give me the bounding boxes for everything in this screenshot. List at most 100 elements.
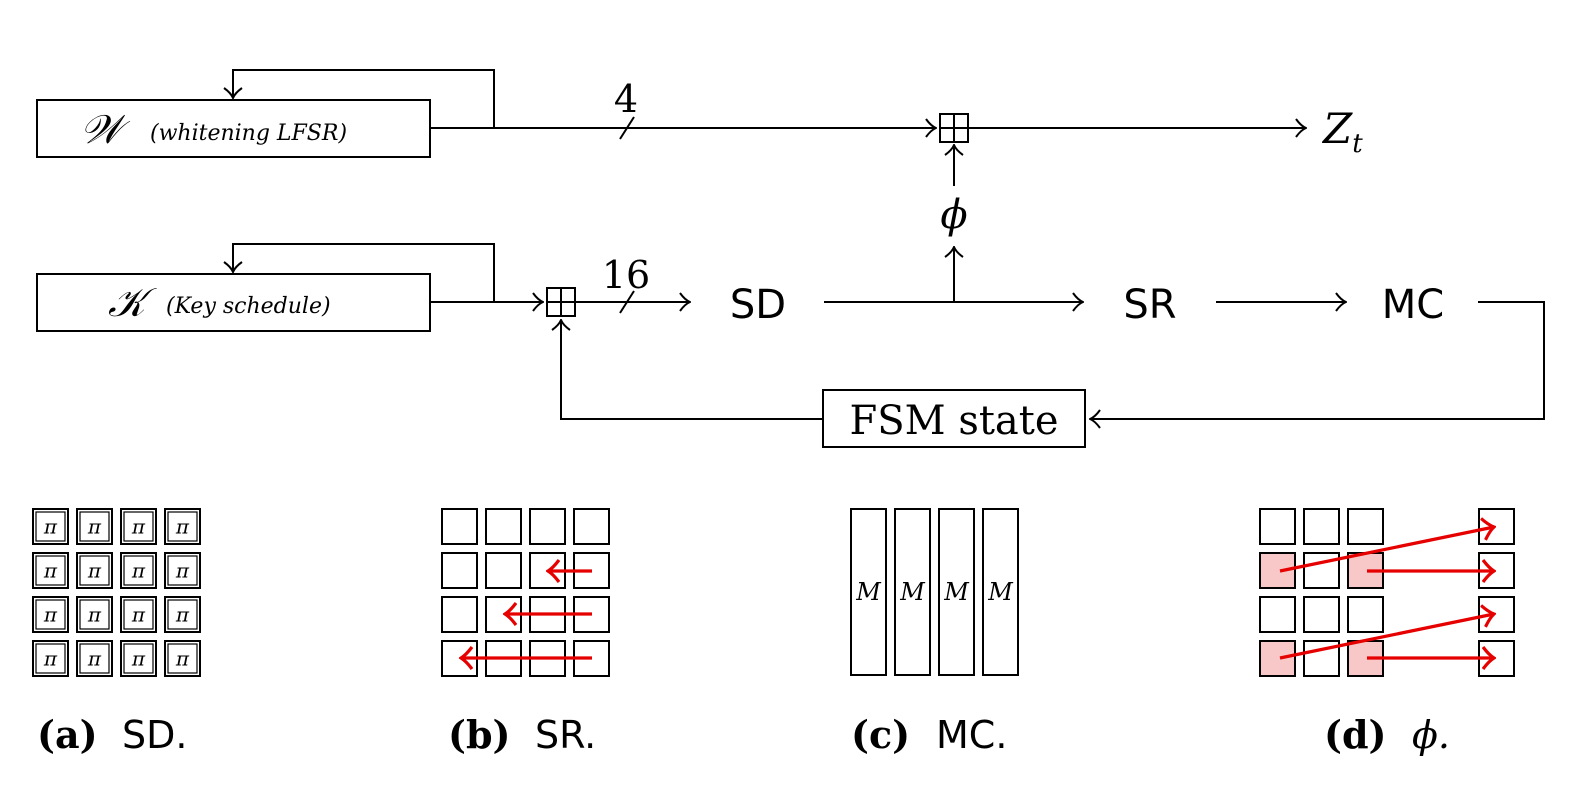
phi-arrows (1279, 527, 1494, 660)
grid-cell-symbol: π (43, 559, 58, 583)
phi-arrow-3 (1279, 614, 1494, 660)
mc-column-3-label: M (943, 578, 970, 606)
grid-cell-inner (123, 555, 154, 586)
grid-cell (1303, 508, 1340, 545)
grid-cell-symbol: π (175, 603, 190, 627)
grid-cell-inner (35, 599, 66, 630)
grid-cell (1303, 640, 1340, 677)
phi-grid (1259, 508, 1515, 677)
mc-column-2-label: M (899, 578, 926, 606)
grid-cell (164, 596, 201, 633)
mc-column-4 (982, 508, 1019, 676)
whitening-label: (whitening LFSR) (150, 121, 347, 146)
grid-cell (164, 640, 201, 677)
grid-cell-inner (167, 511, 198, 542)
grid-cell (1259, 640, 1296, 677)
grid-cell (120, 640, 157, 677)
sr-arrows (461, 571, 592, 658)
grid-cell-symbol: π (87, 603, 102, 627)
grid-cell (441, 552, 478, 589)
grid-cell-symbol: π (87, 559, 102, 583)
grid-cell (32, 552, 69, 589)
grid-cell-inner (123, 511, 154, 542)
grid-cell (76, 596, 113, 633)
grid-cell-symbol: π (131, 603, 146, 627)
mc-column-1-label: M (855, 578, 882, 606)
grid-cell (1259, 596, 1296, 633)
grid-cell (120, 552, 157, 589)
bus-width-top: 4 (614, 77, 638, 121)
grid-cell (1347, 596, 1384, 633)
caption-c-name: MC. (936, 713, 1007, 757)
mc-column-1 (850, 508, 887, 676)
grid-cell-symbol: π (131, 647, 146, 671)
grid-cell-inner (35, 643, 66, 674)
mc-to-fsm-arrow (1090, 301, 1545, 419)
mc-column-4-label: M (987, 578, 1014, 606)
output-symbol: Zt (1321, 104, 1363, 159)
caption-c-tag: (c) (851, 712, 910, 757)
grid-cell (76, 508, 113, 545)
grid-cell-inner (35, 555, 66, 586)
xor-top (939, 113, 969, 143)
caption-d-tag: (d) (1324, 712, 1387, 757)
bus-width-mid: 16 (602, 253, 650, 297)
mc-column-2 (894, 508, 931, 676)
grid-cell-inner (167, 643, 198, 674)
grid-cell (485, 508, 522, 545)
fsm-box: FSM state (822, 389, 1086, 448)
grid-cell-inner (167, 555, 198, 586)
grid-cell (1259, 508, 1296, 545)
caption-a-tag: (a) (37, 712, 98, 757)
grid-cell-inner (123, 599, 154, 630)
grid-cell-inner (123, 643, 154, 674)
grid-cell-inner (79, 599, 110, 630)
grid-cell (76, 552, 113, 589)
caption-b-tag: (b) (448, 712, 511, 757)
keysched-symbol: 𝒦 (108, 280, 157, 326)
whitening-symbol: 𝒲 (80, 107, 131, 153)
grid-cell (1478, 596, 1515, 633)
caption-a-name: SD. (122, 713, 187, 757)
sd-label: SD (730, 282, 786, 328)
grid-cell (529, 508, 566, 545)
grid-cell-inner (167, 599, 198, 630)
grid-cell-symbol: π (175, 559, 190, 583)
bus-slash-top (619, 116, 635, 140)
grid-cell (1478, 508, 1515, 545)
grid-cell-inner (79, 555, 110, 586)
grid-cell-symbol: π (87, 647, 102, 671)
grid-cell (1303, 552, 1340, 589)
grid-cell-inner (79, 643, 110, 674)
grid-cell-inner (35, 511, 66, 542)
whitening-box: 𝒲 (whitening LFSR) (36, 99, 431, 158)
grid-cell-symbol: π (175, 647, 190, 671)
grid-cell (76, 640, 113, 677)
whitening-feedback-arrow (233, 69, 495, 129)
grid-cell (164, 552, 201, 589)
mc-columns: M M M M (850, 508, 1019, 676)
sr-label: SR (1123, 282, 1176, 328)
grid-cell-symbol: π (131, 559, 146, 583)
fsm-to-xor-arrow (561, 320, 823, 420)
grid-cell-inner (79, 511, 110, 542)
grid-cell-symbol: π (43, 515, 58, 539)
grid-cell (32, 508, 69, 545)
grid-cell-symbol: π (43, 603, 58, 627)
grid-cell-symbol: π (87, 515, 102, 539)
grid-cell-symbol: π (175, 515, 190, 539)
sr-grid (441, 508, 610, 677)
grid-cell (573, 508, 610, 545)
phi-arrow-1 (1279, 527, 1494, 573)
keysched-label: (Key schedule) (166, 294, 331, 319)
grid-cell-symbol: π (43, 647, 58, 671)
grid-cell (1347, 508, 1384, 545)
grid-cell (441, 596, 478, 633)
mc-column-3 (938, 508, 975, 676)
caption-b-name: SR. (535, 713, 596, 757)
grid-cell (164, 508, 201, 545)
grid-cell-symbol: π (131, 515, 146, 539)
grid-cell (120, 508, 157, 545)
keysched-feedback-arrow (233, 243, 495, 303)
